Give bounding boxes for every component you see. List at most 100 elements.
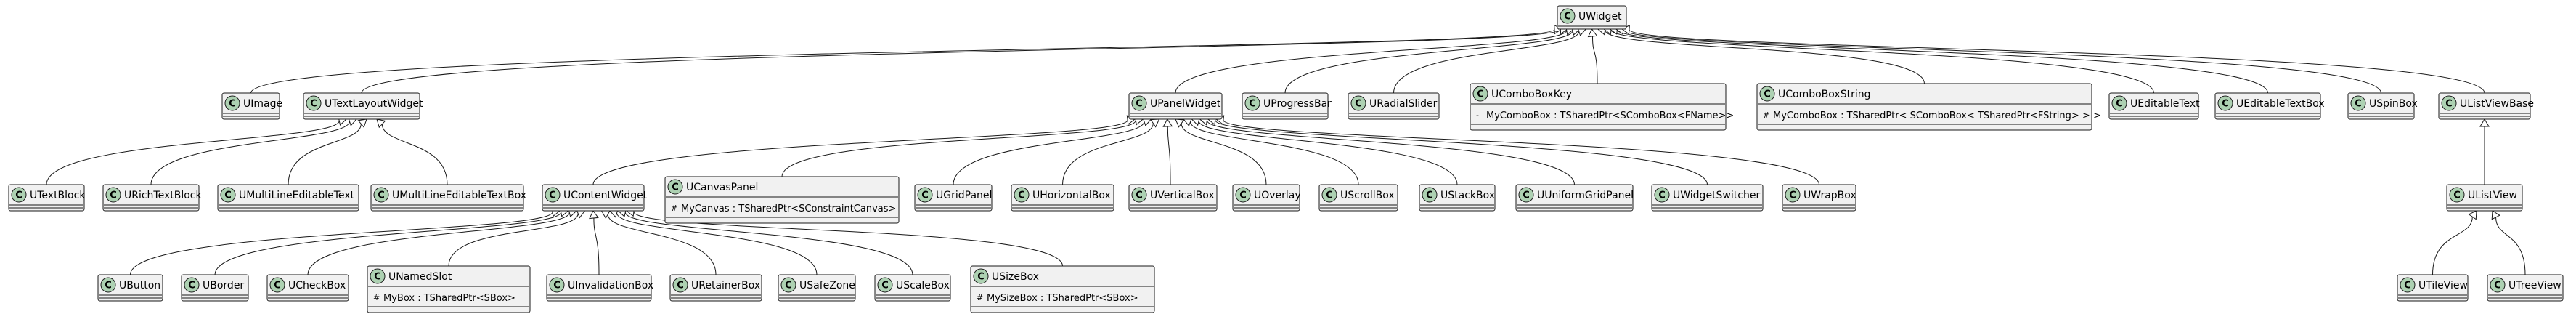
- class-usafezone[interactable]: C USafeZone: [778, 274, 856, 302]
- class-stereotype-icon: [549, 277, 565, 293]
- stereotype-letter: C: [2494, 281, 2501, 291]
- class-stereotype-icon: [2400, 277, 2416, 293]
- class-stereotype-icon: [545, 187, 561, 203]
- class-stereotype-icon: [877, 277, 893, 293]
- inheritance-edge-ugridpanel: [953, 116, 1152, 185]
- inheritance-edge-ucanvaspanel: [781, 115, 1144, 177]
- stereotype-letter: C: [1136, 190, 1143, 201]
- member-visibility: #: [1763, 110, 1769, 120]
- class-name: UStackBox: [1440, 190, 1495, 201]
- stereotype-letter: C: [2116, 99, 2123, 110]
- stereotype-letter: C: [110, 190, 117, 201]
- stereotype-letter: C: [1239, 190, 1247, 201]
- stereotype-letter: C: [2445, 99, 2453, 110]
- member-attribute: MyCanvas : TSharedPtr<SConstraintCanvas>: [681, 204, 896, 214]
- stereotype-letter: C: [553, 281, 561, 291]
- class-stereotype-icon: [1014, 187, 1030, 203]
- class-name: UInvalidationBox: [568, 280, 653, 291]
- class-stereotype-icon: [2490, 277, 2506, 293]
- stereotype-letter: C: [1658, 190, 1666, 201]
- stereotype-letter: C: [374, 272, 381, 283]
- class-name: UComboBoxKey: [1491, 89, 1572, 100]
- class-name: UOverlay: [1254, 190, 1301, 201]
- class-stereotype-icon: [2111, 95, 2127, 111]
- class-ulistview[interactable]: C UListView: [2446, 184, 2523, 212]
- class-stereotype-icon: [100, 277, 116, 293]
- stereotype-letter: C: [2453, 190, 2461, 201]
- class-name: UWrapBox: [1803, 190, 1856, 201]
- class-stereotype-icon: [2217, 95, 2233, 111]
- class-stereotype-icon: [1350, 95, 1366, 111]
- stereotype-letter: C: [224, 190, 232, 201]
- class-name: UListView: [2468, 190, 2517, 201]
- stereotype-letter: C: [105, 281, 112, 291]
- inheritance-edge-uprogressbar: [1284, 25, 1581, 94]
- class-stereotype-icon: [2350, 95, 2366, 111]
- class-uoverlay[interactable]: C UOverlay: [1232, 184, 1301, 212]
- class-name: UProgressBar: [1263, 98, 1332, 110]
- member-visibility: #: [373, 293, 380, 302]
- class-name: UNamedSlot: [388, 271, 452, 283]
- stereotype-letter: C: [2355, 99, 2362, 110]
- class-uprogressbar[interactable]: C UProgressBar: [1242, 92, 1332, 120]
- inheritance-edge-ueditabletextbox: [1609, 25, 2268, 94]
- stereotype-letter: C: [1249, 99, 1256, 110]
- class-name: UScrollBox: [1340, 190, 1395, 201]
- class-stereotype-icon: [11, 187, 27, 203]
- class-stereotype-icon: [1518, 187, 1534, 203]
- class-name: UTileView: [2418, 280, 2468, 291]
- class-stereotype-icon: [2441, 95, 2457, 111]
- class-uinvalidationbox[interactable]: C UInvalidationBox: [546, 274, 653, 302]
- inheritance-edge-uspinbox: [1615, 25, 2381, 94]
- stereotype-letter: C: [1523, 190, 1530, 201]
- class-name: UUniformGridPanel: [1537, 190, 1634, 201]
- inheritance-edge-utreeview: [2491, 210, 2526, 275]
- class-urichtextblock[interactable]: C URichTextBlock: [102, 184, 203, 212]
- stereotype-letter: C: [549, 190, 556, 201]
- inheritance-edge-ucomboboxkey: [1587, 28, 1598, 84]
- stereotype-letter: C: [785, 281, 792, 291]
- class-name: USafeZone: [799, 280, 855, 291]
- class-uuniformgridpanel[interactable]: C UUniformGridPanel: [1515, 184, 1634, 212]
- member-attribute: MyComboBox : TSharedPtr< SComboBox< TSha…: [1773, 110, 2101, 121]
- stereotype-letter: C: [15, 190, 23, 201]
- class-name: URichTextBlock: [124, 190, 203, 201]
- class-stereotype-icon: [1654, 187, 1670, 203]
- stereotype-letter: C: [1477, 89, 1484, 100]
- member-visibility: #: [977, 293, 983, 302]
- class-stereotype-icon: [1235, 187, 1251, 203]
